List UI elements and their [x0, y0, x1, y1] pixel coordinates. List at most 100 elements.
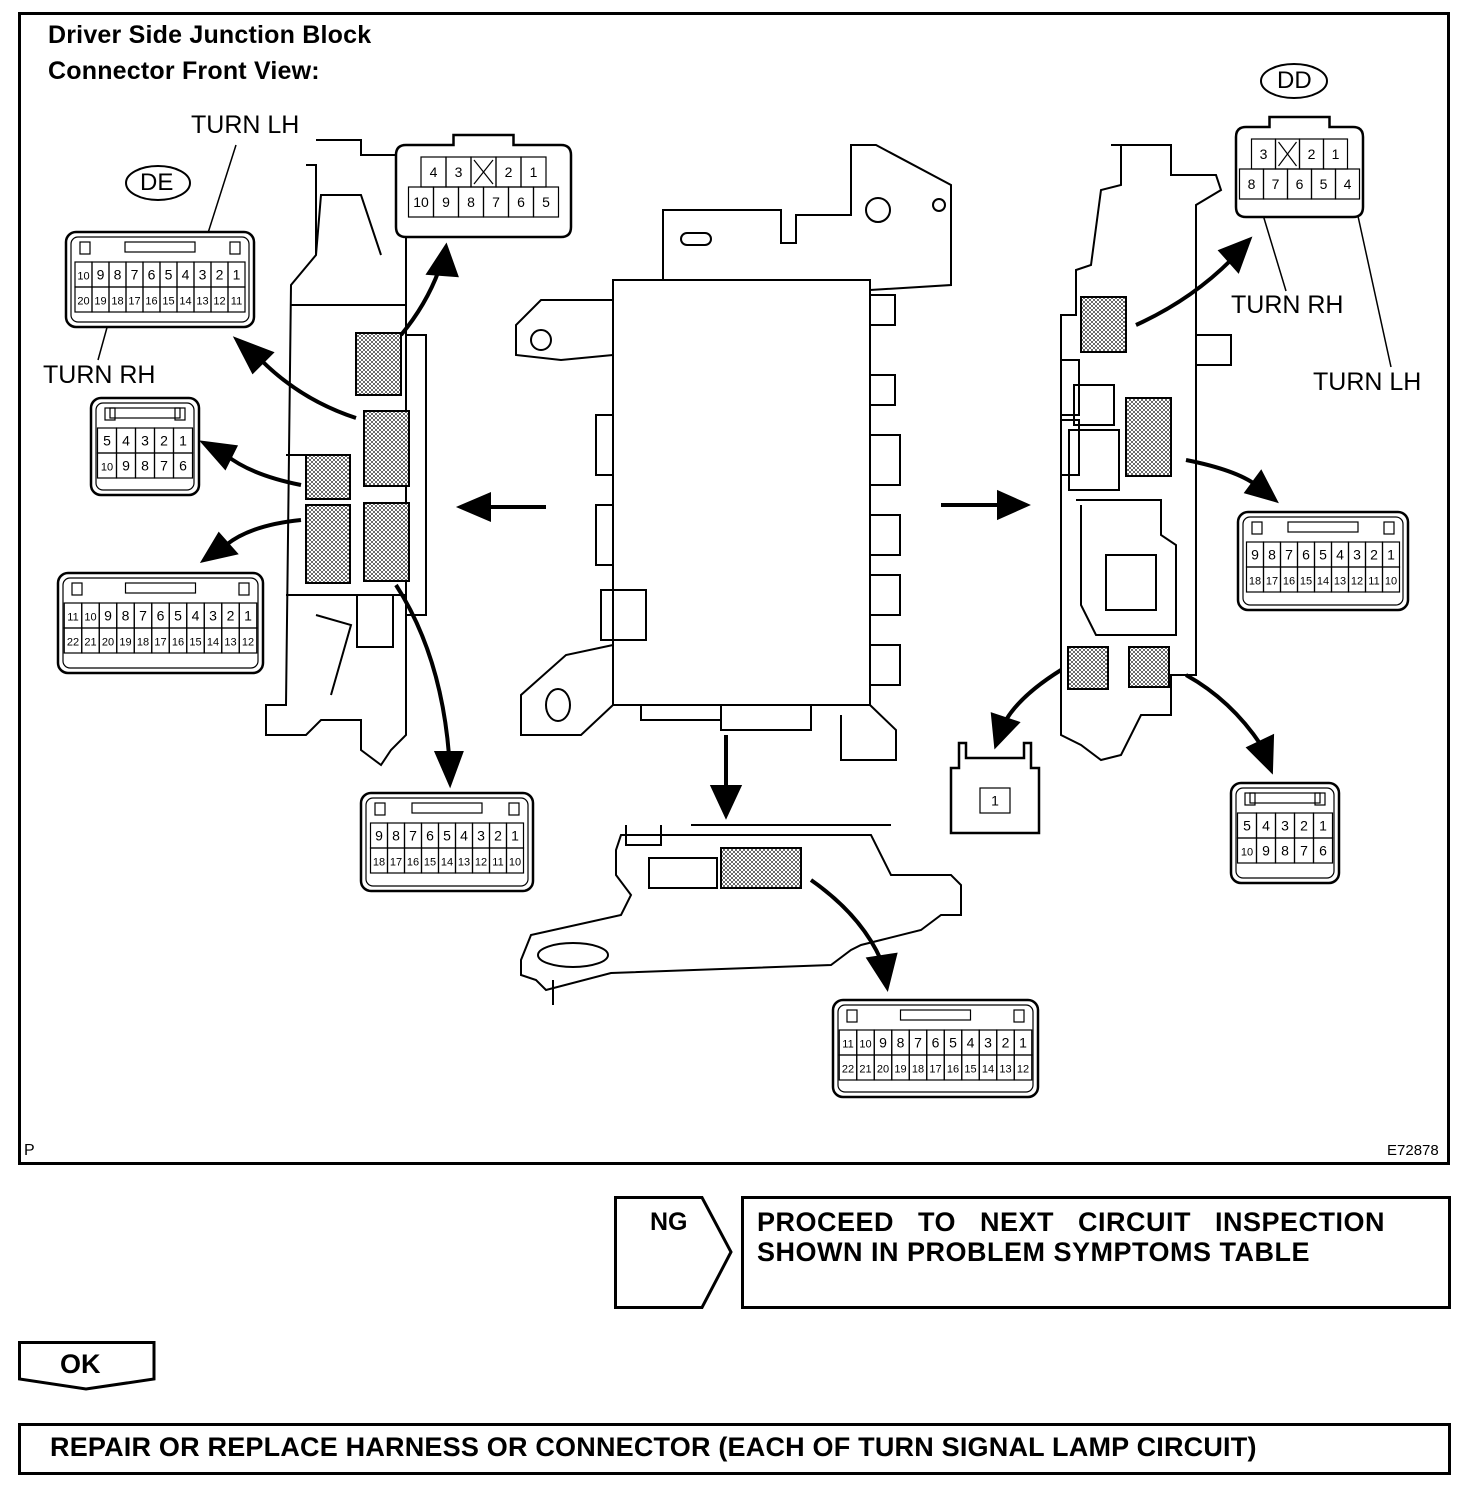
pin-label: 9: [104, 608, 112, 624]
pin-label: 11: [842, 1039, 853, 1051]
pin-label: 2: [505, 164, 513, 180]
pin-label: 4: [182, 267, 190, 283]
pin-label: 5: [165, 267, 173, 283]
ok-arrow-box: [18, 1341, 156, 1391]
right-block-outline: [1060, 144, 1232, 762]
pin-label: 3: [199, 267, 207, 283]
diagram-drawing: 4321109876510987654321201918171615141312…: [56, 63, 1410, 1099]
pin-label: 7: [1272, 176, 1280, 192]
pin-label: 9: [97, 267, 105, 283]
pin-label: 13: [1334, 576, 1346, 588]
pin-label: 7: [914, 1035, 922, 1051]
pin-label: 5: [1319, 547, 1327, 563]
right-block-connector-1: [1080, 296, 1127, 353]
pin-label: 3: [984, 1035, 992, 1051]
pin-label: 17: [154, 637, 166, 649]
pin-label: 3: [1353, 547, 1361, 563]
pin-label: 11: [67, 612, 78, 624]
pin-label: 6: [426, 828, 434, 844]
pin-label: 19: [894, 1064, 906, 1076]
ng-label: NG: [650, 1208, 688, 1236]
pin-label: 9: [122, 458, 130, 474]
pin-label: 10: [509, 857, 521, 869]
pin-label: 2: [1300, 818, 1308, 834]
pin-label: 12: [242, 637, 254, 649]
pin-label: 13: [999, 1064, 1011, 1076]
repair-box: [18, 1423, 1451, 1475]
pin-label: 3: [1281, 818, 1289, 834]
pin-label: 6: [932, 1035, 940, 1051]
left-block-connector-4: [305, 504, 351, 584]
pin-label: 13: [458, 857, 470, 869]
pin-label: 1: [1319, 818, 1327, 834]
pin-label: 17: [929, 1064, 941, 1076]
pin-label: 15: [189, 637, 201, 649]
left-block-connector-2: [363, 410, 410, 487]
pin-label: 6: [1302, 547, 1310, 563]
pin-label: 5: [443, 828, 451, 844]
ng-message-line2: SHOWN IN PROBLEM SYMPTOMS TABLE: [757, 1237, 1311, 1267]
pin-label: 3: [1260, 146, 1268, 162]
pin-label: 6: [1296, 176, 1304, 192]
ok-label: OK: [60, 1349, 101, 1379]
pin-label: 1: [179, 433, 187, 449]
dd-label-circle: [1260, 63, 1328, 99]
pin-label: 8: [1281, 843, 1289, 859]
pin-label: 10: [77, 271, 89, 283]
pin-label: 4: [1336, 547, 1344, 563]
pin-label: 10: [1241, 847, 1253, 859]
left-block-small-connector: [356, 594, 394, 648]
pin-label: 9: [375, 828, 383, 844]
pin-label: 14: [179, 296, 191, 308]
pin-label: 14: [441, 857, 453, 869]
pin-label: 8: [1248, 176, 1256, 192]
pin-label: 5: [542, 194, 550, 210]
figure-id: E72878: [1387, 1142, 1439, 1159]
pin-label: 3: [455, 164, 463, 180]
pin-label: 6: [179, 458, 187, 474]
pin-label: 8: [1268, 547, 1276, 563]
corner-left-code: P: [24, 1142, 35, 1159]
pin-label: 12: [1017, 1064, 1029, 1076]
pin-label: 11: [231, 296, 242, 308]
pin-label: 18: [373, 857, 385, 869]
pin-label: 17: [1266, 576, 1278, 588]
pin-label: 2: [227, 608, 235, 624]
pin-label: 7: [492, 194, 500, 210]
pin-label: 16: [1283, 576, 1295, 588]
pin-label: 15: [1300, 576, 1312, 588]
pin-label: 18: [1249, 576, 1261, 588]
pin-label: 13: [224, 637, 236, 649]
pin-label: 10: [84, 612, 96, 624]
pin-label: 8: [122, 608, 130, 624]
pin-label: 7: [409, 828, 417, 844]
left-block-connector-1: [355, 332, 402, 396]
pin-label: 11: [1368, 576, 1379, 588]
pin-label: 13: [196, 296, 208, 308]
pin-label: 12: [213, 296, 225, 308]
de-turn-rh-label: TURN RH: [43, 361, 156, 389]
pin-label: 1: [511, 828, 519, 844]
pin-label: 1: [1019, 1035, 1027, 1051]
pin-label: 3: [209, 608, 217, 624]
left-block-connector-5: [363, 502, 410, 582]
pin-label: 16: [407, 857, 419, 869]
pin-label: 18: [137, 637, 149, 649]
pin-label: 4: [192, 608, 200, 624]
pin-label: 17: [128, 296, 140, 308]
pin-label: 1: [233, 267, 241, 283]
diagram-title-line2: Connector Front View:: [48, 57, 320, 85]
pin-label: 10: [1385, 576, 1397, 588]
pin-label: 8: [141, 458, 149, 474]
pin-label: 19: [119, 637, 131, 649]
pin-label: 22: [67, 637, 79, 649]
left-block-connector-3: [305, 454, 351, 500]
pin-label: 7: [160, 458, 168, 474]
pin-label: 1: [530, 164, 538, 180]
